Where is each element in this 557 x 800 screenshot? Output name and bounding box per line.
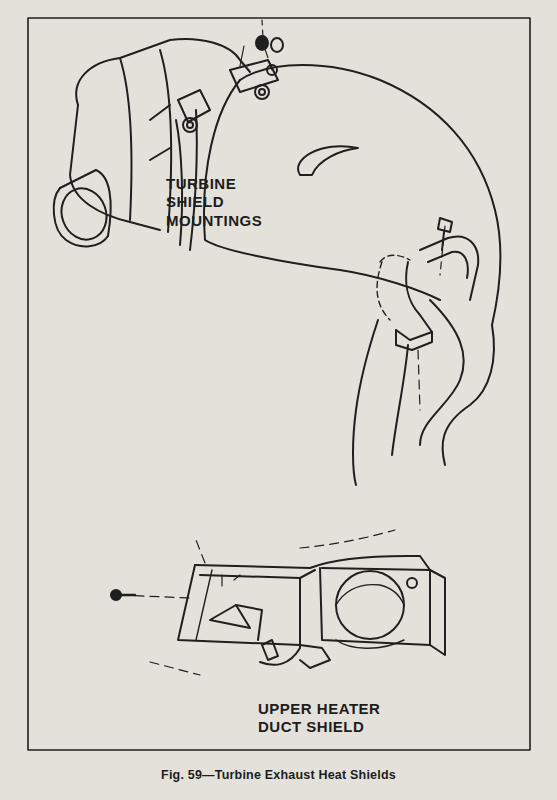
part-label: TURBINE SHIELD MOUNTINGS xyxy=(166,175,262,230)
figure-caption: Fig. 59—Turbine Exhaust Heat Shields xyxy=(0,768,557,783)
part-label: UPPER HEATER DUCT SHIELD xyxy=(258,700,386,737)
